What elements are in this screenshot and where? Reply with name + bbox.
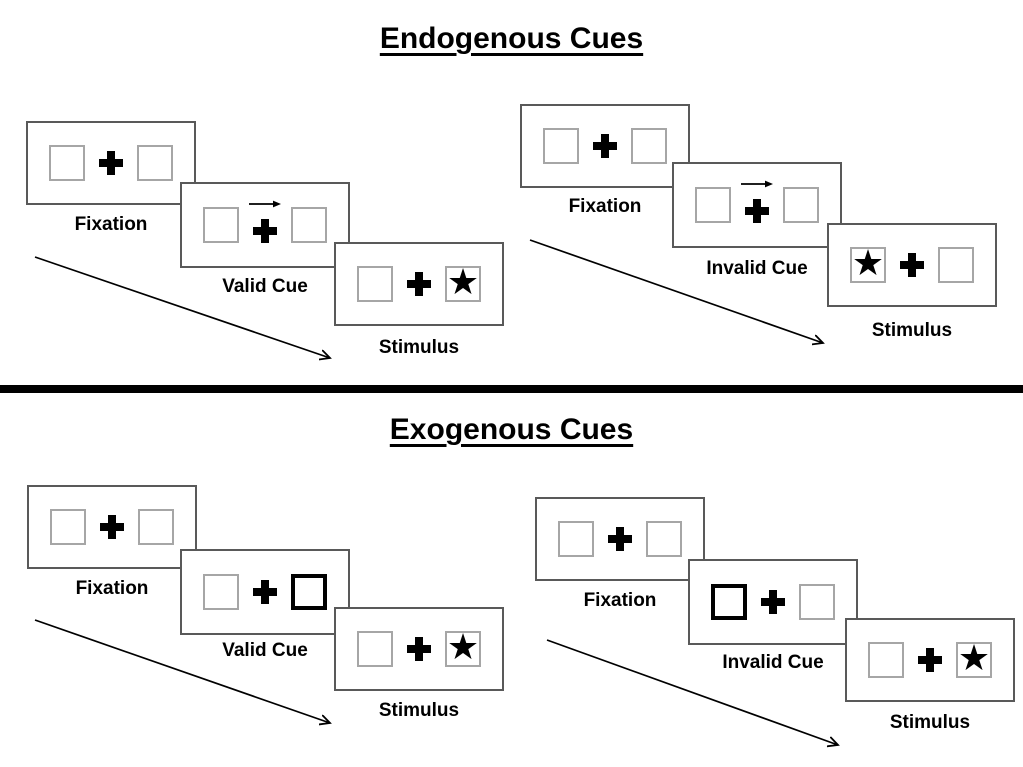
exogenous-section-title: Exogenous Cues [389,413,634,446]
left-placeholder-box [50,509,86,545]
left-placeholder-box [203,574,239,610]
panel-label: Valid Cue [222,640,308,661]
left-placeholder-box [49,145,85,181]
fixation-cross-icon [407,637,431,661]
diagonal-time-arrow [34,256,330,358]
right-placeholder-box [291,207,327,243]
panel-label: Stimulus [889,712,971,733]
left-placeholder-box [868,642,904,678]
valid-cue-panel [180,182,350,268]
stimulus-panel: ★ [827,223,997,307]
right-placeholder-box [938,247,974,283]
panel-label: Stimulus [378,700,460,721]
fixation-cross-icon [761,590,785,614]
right-placeholder-box [631,128,667,164]
black-star-stimulus-icon: ★ [446,626,480,668]
fixation-cross-icon [253,218,277,243]
fixation-cross-icon [253,580,277,604]
black-star-stimulus-icon: ★ [957,637,991,679]
panel-label: Invalid Cue [722,652,824,673]
valid-cue-panel [180,549,350,635]
stimulus-panel: ★ [334,242,504,326]
fixation-cross-icon [99,151,123,175]
panel-label: Invalid Cue [706,258,808,279]
highlighted-cue-box [291,574,327,610]
stimulus-panel: ★ [845,618,1015,702]
panel-label: Fixation [74,214,148,235]
fixation-cross-icon [100,515,124,539]
right-target-box: ★ [956,637,992,679]
left-placeholder-box [695,187,731,223]
left-placeholder-box [558,521,594,557]
panel-label: Stimulus [378,337,460,358]
left-placeholder-box [203,207,239,243]
fixation-panel [520,104,690,188]
fixation-cross-icon [608,527,632,551]
invalid-cue-panel [688,559,858,645]
fixation-cross-icon [745,198,769,223]
right-arrow-icon [741,180,773,188]
right-placeholder-box [783,187,819,223]
right-placeholder-box [138,509,174,545]
black-star-stimulus-icon: ★ [446,261,480,303]
highlighted-cue-box [711,584,747,620]
panel-label: Fixation [75,578,149,599]
section-divider [0,385,1023,393]
panel-label: Fixation [568,196,642,217]
fixation-cross-icon [900,253,924,277]
right-target-box: ★ [445,626,481,668]
diagonal-time-arrow [529,239,823,343]
right-placeholder-box [799,584,835,620]
left-placeholder-box [357,266,393,302]
fixation-panel [26,121,196,205]
diagonal-time-arrow [34,619,330,723]
left-placeholder-box [357,631,393,667]
right-target-box: ★ [445,261,481,303]
panel-label: Valid Cue [222,276,308,297]
panel-label: Fixation [583,590,657,611]
fixation-panel [27,485,197,569]
left-target-box: ★ [850,242,886,284]
fixation-cross-icon [407,272,431,296]
left-placeholder-box [543,128,579,164]
stimulus-panel: ★ [334,607,504,691]
black-star-stimulus-icon: ★ [851,242,885,284]
fixation-cross-icon [918,648,942,672]
right-arrow-icon [249,200,281,208]
fixation-panel [535,497,705,581]
panel-label: Stimulus [871,320,953,341]
right-placeholder-box [646,521,682,557]
right-placeholder-box [137,145,173,181]
fixation-cross-icon [593,134,617,158]
invalid-cue-panel [672,162,842,248]
endogenous-section-title: Endogenous Cues [379,22,644,55]
diagonal-time-arrow [546,639,838,745]
